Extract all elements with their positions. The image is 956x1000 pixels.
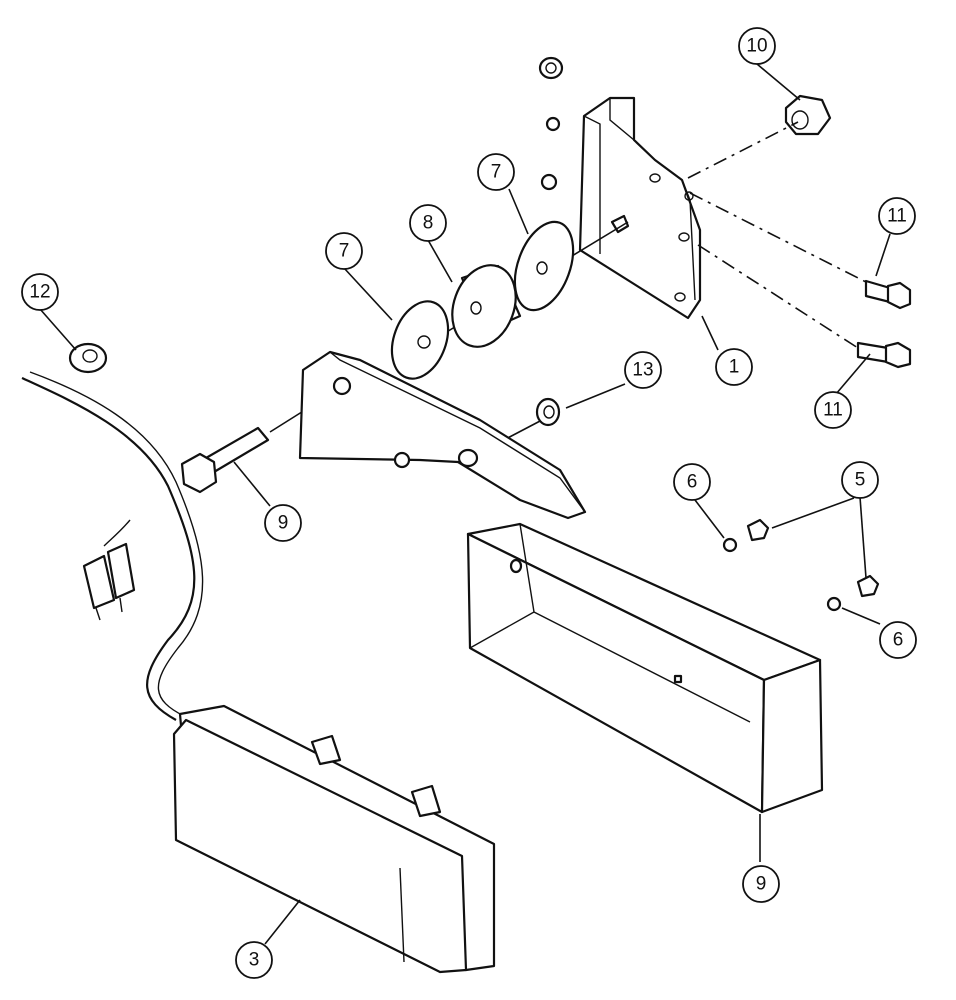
part-hex-nut <box>784 94 832 136</box>
svg-text:5: 5 <box>855 470 866 491</box>
part-bolt-upper <box>864 279 912 310</box>
part-box-bracket <box>466 522 824 814</box>
callout-9-box: 9 <box>742 865 780 903</box>
svg-text:8: 8 <box>423 213 434 234</box>
svg-text:11: 11 <box>823 400 843 421</box>
part-lockwasher-upper <box>722 537 738 553</box>
callout-9-bolt: 9 <box>264 504 302 542</box>
callout-7-right: 7 <box>477 153 515 191</box>
svg-text:10: 10 <box>746 36 767 57</box>
callout-11-lower: 11 <box>814 391 852 429</box>
callout-13: 13 <box>624 351 662 389</box>
part-mounting-bracket <box>578 96 702 320</box>
part-mounting-arm <box>298 350 587 520</box>
callout-6-lower: 6 <box>879 621 917 659</box>
loose-washers <box>538 56 564 191</box>
part-bolt-long <box>180 426 270 494</box>
callout-1: 1 <box>715 348 753 386</box>
part-spacer <box>451 264 522 348</box>
callout-5: 5 <box>841 461 879 499</box>
callout-3: 3 <box>235 941 273 979</box>
callout-11-upper: 11 <box>878 197 916 235</box>
callout-10: 10 <box>738 27 776 65</box>
callout-12: 12 <box>21 273 59 311</box>
svg-text:6: 6 <box>687 472 698 493</box>
part-washer-right <box>513 220 575 312</box>
svg-text:9: 9 <box>756 874 767 895</box>
part-small-grommet <box>68 342 108 374</box>
svg-text:11: 11 <box>887 206 907 227</box>
svg-text:12: 12 <box>29 282 50 303</box>
part-bolt-lower <box>856 341 912 369</box>
callout-leaders <box>39 63 891 945</box>
part-lockwasher-lower <box>826 596 842 612</box>
part-nut-upper <box>746 518 770 542</box>
part-grommet <box>535 397 561 427</box>
svg-text:1: 1 <box>729 357 740 378</box>
callout-7-left: 7 <box>325 232 363 270</box>
svg-text:6: 6 <box>893 630 904 651</box>
svg-text:7: 7 <box>339 241 350 262</box>
part-lamp-housing <box>172 704 496 974</box>
svg-text:3: 3 <box>249 950 260 971</box>
svg-text:9: 9 <box>278 513 289 534</box>
svg-text:13: 13 <box>632 360 653 381</box>
wire-harness <box>21 371 204 721</box>
svg-text:7: 7 <box>491 162 502 183</box>
part-nut-lower <box>856 574 880 598</box>
part-washer-left <box>390 300 450 380</box>
callout-8: 8 <box>409 204 447 242</box>
callout-6-upper: 6 <box>673 463 711 501</box>
